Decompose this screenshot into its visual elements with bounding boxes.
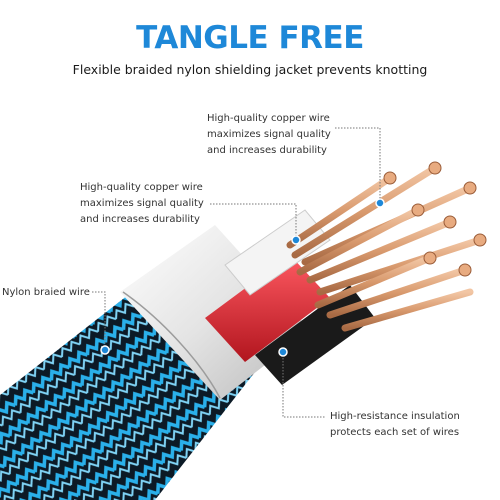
callout-line: maximizes signal quality [207, 129, 331, 140]
strand-ends [383, 161, 487, 277]
page-subtitle: Flexible braided nylon shielding jacket … [72, 62, 428, 77]
copper-strands [286, 164, 484, 332]
red-wire [205, 255, 330, 362]
callout-line: High-resistance insulation [330, 411, 460, 422]
callout-insulation: High-resistance insulation protects each… [330, 409, 460, 441]
callout-line: and increases durability [207, 145, 327, 156]
callout-line: High-quality copper wire [80, 182, 203, 193]
page-title: TANGLE FREE [136, 20, 364, 56]
leader-lines [92, 127, 381, 418]
white-inner-wire [224, 209, 331, 296]
callout-line: Nylon braied wire [2, 287, 90, 298]
callout-copper-left: High-quality copper wire maximizes signa… [80, 180, 204, 228]
callout-line: High-quality copper wire [207, 113, 330, 124]
callout-line: and increases durability [80, 214, 200, 225]
callout-line: protects each set of wires [330, 427, 460, 438]
callout-markers [100, 198, 385, 357]
callout-line: maximizes signal quality [80, 198, 204, 209]
callout-copper-top: High-quality copper wire maximizes signa… [207, 111, 331, 159]
callout-nylon: Nylon braied wire [2, 285, 90, 301]
